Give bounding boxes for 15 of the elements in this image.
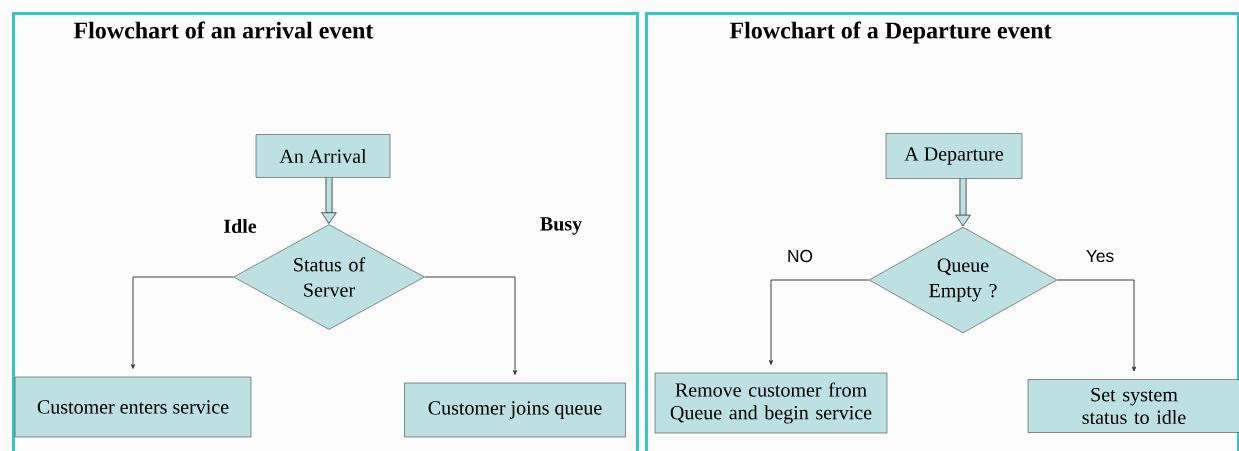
edge-label: NO <box>788 249 813 263</box>
process-box: An Arrival <box>255 134 391 178</box>
process-box: Set system status to idle <box>1027 379 1239 433</box>
edge-label: Yes <box>1086 249 1114 263</box>
block-arrow <box>955 178 971 227</box>
arrow <box>768 279 870 365</box>
process-box: Remove customer from Queue and begin service <box>654 372 888 434</box>
arrow <box>424 276 518 375</box>
block-arrow <box>321 177 337 224</box>
arrow <box>1056 279 1137 372</box>
edge-label: Busy <box>540 217 582 235</box>
process-box: Customer joins queue <box>404 382 626 438</box>
arrow <box>130 276 234 369</box>
process-box: Customer enters service <box>14 376 252 438</box>
process-box: A Departure <box>885 133 1023 179</box>
